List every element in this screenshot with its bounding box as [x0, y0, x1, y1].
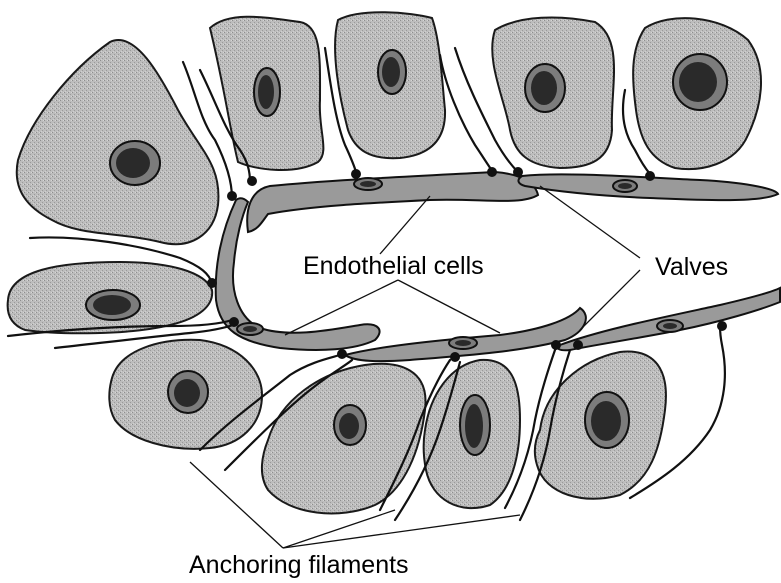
- tissue-cell: [210, 17, 323, 170]
- tissue-cell: [492, 17, 614, 168]
- valves-label: Valves: [655, 255, 728, 280]
- tissue-cell: [633, 18, 761, 169]
- anchoring-filaments-label: Anchoring filaments: [189, 553, 409, 578]
- valves-pointers: [540, 186, 640, 330]
- tissue-cell: [109, 340, 262, 449]
- endothelial-cells-label: Endothelial cells: [303, 254, 484, 279]
- tissue-cell: [17, 40, 219, 244]
- tissue-cell: [8, 262, 213, 333]
- tissue-cell: [335, 12, 445, 158]
- tissue-cell: [535, 352, 666, 499]
- tissue-cell: [262, 364, 426, 514]
